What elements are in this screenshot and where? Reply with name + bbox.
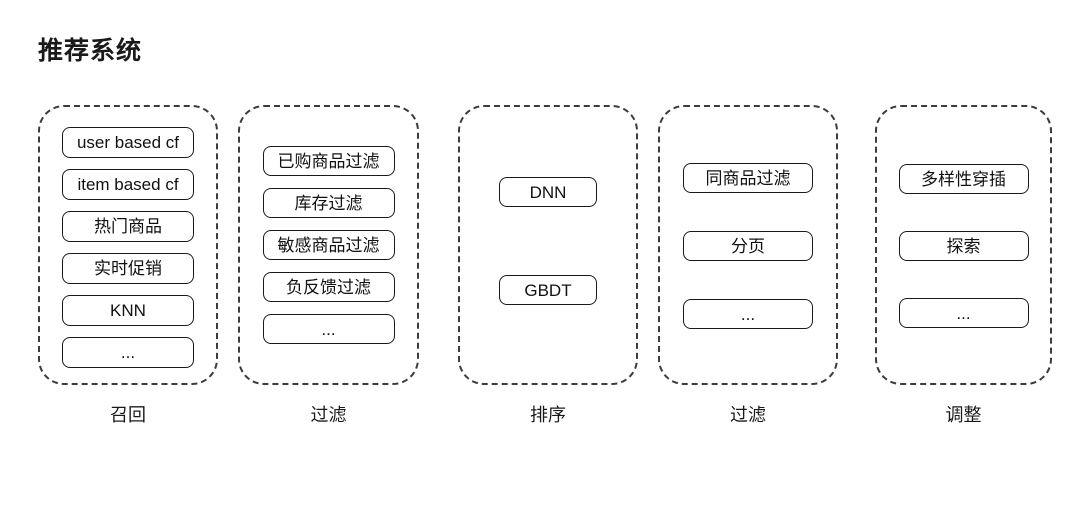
stage-column-recall: user based cf item based cf 热门商品 实时促销 KN… bbox=[38, 105, 218, 427]
adjust-stage-frame: 多样性穿插 探索 ... bbox=[875, 105, 1052, 385]
node-negative-feedback-filter: 负反馈过滤 bbox=[262, 272, 395, 302]
recall-stage-frame: user based cf item based cf 热门商品 实时促销 KN… bbox=[38, 105, 218, 385]
node-filter2-more: ... bbox=[683, 299, 813, 329]
stage-column-filter-2: 同商品过滤 分页 ... 过滤 bbox=[658, 105, 838, 427]
node-item-based-cf: item based cf bbox=[62, 169, 194, 200]
node-dnn: DNN bbox=[499, 177, 597, 207]
stage-label-filter-2: 过滤 bbox=[730, 405, 766, 425]
stage-label-ranking: 排序 bbox=[530, 405, 566, 425]
node-diversity-interleaving: 多样性穿插 bbox=[898, 164, 1029, 194]
node-recall-more: ... bbox=[62, 337, 194, 368]
node-gbdt: GBDT bbox=[499, 275, 597, 305]
filter2-stage-frame: 同商品过滤 分页 ... bbox=[658, 105, 838, 385]
node-hot-products: 热门商品 bbox=[62, 211, 194, 242]
stage-column-adjust: 多样性穿插 探索 ... 调整 bbox=[875, 105, 1052, 427]
ranking-stage-frame: DNN GBDT bbox=[458, 105, 638, 385]
node-knn: KNN bbox=[62, 295, 194, 326]
stage-column-filter-1: 已购商品过滤 库存过滤 敏感商品过滤 负反馈过滤 ... 过滤 bbox=[238, 105, 419, 427]
stage-label-recall: 召回 bbox=[110, 405, 146, 425]
node-user-based-cf: user based cf bbox=[62, 127, 194, 158]
node-purchased-filter: 已购商品过滤 bbox=[262, 146, 395, 176]
node-inventory-filter: 库存过滤 bbox=[262, 188, 395, 218]
filter1-stage-frame: 已购商品过滤 库存过滤 敏感商品过滤 负反馈过滤 ... bbox=[238, 105, 419, 385]
node-adjust-more: ... bbox=[898, 298, 1029, 328]
node-exploration: 探索 bbox=[898, 231, 1029, 261]
stage-label-filter-1: 过滤 bbox=[310, 405, 347, 425]
page-title: 推荐系统 bbox=[38, 37, 143, 65]
node-sensitive-filter: 敏感商品过滤 bbox=[262, 230, 395, 260]
node-same-product-filter: 同商品过滤 bbox=[683, 163, 813, 193]
stage-label-adjust: 调整 bbox=[945, 405, 982, 425]
stage-column-ranking: DNN GBDT 排序 bbox=[458, 105, 638, 427]
node-realtime-promotion: 实时促销 bbox=[62, 253, 194, 284]
node-pagination: 分页 bbox=[683, 231, 813, 261]
node-filter1-more: ... bbox=[262, 314, 395, 344]
